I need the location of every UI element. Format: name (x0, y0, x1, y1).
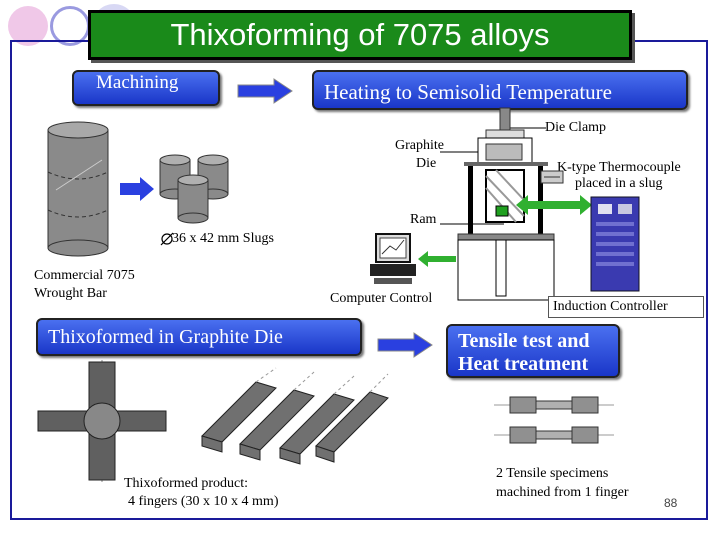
diameter-icon (160, 232, 174, 246)
arrow-left-icon (418, 251, 456, 267)
machining-label: Machining (96, 72, 179, 93)
graphite-pointer-line (440, 151, 480, 153)
thermocouple-label-line2: placed in a slug (575, 176, 663, 191)
slide-title: Thixoforming of 7075 alloys (170, 17, 550, 52)
specimens-label-line1: 2 Tensile specimens (496, 466, 609, 481)
graphite-label-line1: Graphite (395, 138, 444, 153)
tensile-specimen-icon-2 (494, 426, 614, 444)
commercial-label-line1: Commercial 7075 (34, 268, 135, 283)
slugs-icon (159, 154, 229, 224)
computer-icon (370, 233, 416, 284)
cross-product-icon (37, 360, 167, 482)
arrow-right-icon-2 (377, 332, 433, 358)
title-box: Thixoforming of 7075 alloys (88, 10, 632, 60)
tensile-label-line2: Heat treatment (458, 353, 589, 375)
product-label-line2: 4 fingers (30 x 10 x 4 mm) (128, 494, 279, 509)
product-label-line1: Thixoformed product: (124, 476, 249, 491)
slugs-label: 36 x 42 mm Slugs (172, 231, 274, 246)
tensile-specimen-icon-1 (494, 396, 614, 414)
double-arrow-icon (516, 195, 592, 215)
ram-pointer-line (440, 223, 504, 225)
thixoformed-step: Thixoformed in Graphite Die (36, 318, 362, 356)
page-number: 88 (664, 496, 678, 510)
ram-label: Ram (410, 212, 437, 227)
induction-controller-label: Induction Controller (553, 299, 668, 314)
arrow-right-small-icon (120, 177, 154, 201)
wrought-bar-cylinder (47, 121, 109, 257)
graphite-label-line2: Die (416, 156, 437, 171)
decor-circle-pink (8, 6, 48, 46)
specimens-label-line2: machined from 1 finger (496, 485, 629, 500)
computer-control-label: Computer Control (330, 291, 433, 306)
thermocouple-label-line1: K-type Thermocouple (557, 160, 681, 175)
thixoformed-label: Thixoformed in Graphite Die (48, 326, 283, 348)
commercial-label-line2: Wrought Bar (34, 286, 107, 301)
die-clamp-pointer-line (510, 127, 546, 129)
thixoforming-press-diagram (457, 107, 555, 301)
tensile-label-line1: Tensile test and (458, 330, 590, 352)
arrow-right-icon (237, 78, 293, 104)
induction-controller-icon (590, 196, 640, 292)
tensile-step: Tensile test and Heat treatment (446, 324, 620, 378)
induction-label-box: Induction Controller (548, 296, 704, 318)
thermocouple-icon (540, 170, 564, 184)
thixoformed-fingers-icon (201, 367, 389, 465)
heating-label: Heating to Semisolid Temperature (324, 80, 612, 104)
heating-step: Heating to Semisolid Temperature (312, 70, 688, 110)
die-clamp-label: Die Clamp (545, 120, 607, 135)
machining-step: Machining (72, 70, 220, 106)
